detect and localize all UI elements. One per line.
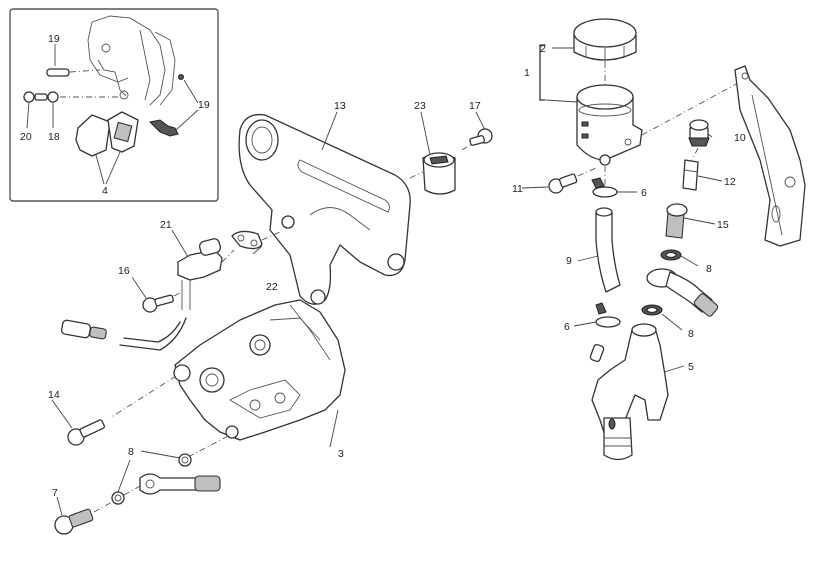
- label-7: 7: [52, 487, 58, 499]
- label-inset-4: 4: [102, 185, 108, 197]
- banjo-fitting-left: [111, 453, 221, 505]
- caliper: [109, 299, 346, 457]
- inset-clip: [148, 74, 184, 137]
- label-inset-19-clip: 19: [198, 99, 210, 111]
- screw-11: [548, 167, 597, 194]
- assembly-bracket-1: [539, 44, 546, 101]
- label-9: 9: [566, 255, 572, 267]
- inset-frame: [9, 8, 219, 202]
- master-cylinder: [589, 323, 669, 461]
- washer-8-upper: [660, 249, 682, 261]
- mounting-bracket: [734, 65, 806, 247]
- label-6-lower: 6: [564, 321, 570, 333]
- label-17: 17: [469, 100, 481, 112]
- label-10: 10: [734, 132, 746, 144]
- leader-lines: [51, 47, 723, 516]
- label-14: 14: [48, 389, 60, 401]
- label-13: 13: [334, 100, 346, 112]
- label-23: 23: [414, 100, 426, 112]
- bushing: [409, 152, 456, 195]
- hose: [595, 207, 621, 293]
- label-inset-20: 20: [20, 131, 32, 143]
- union-15: [665, 203, 688, 239]
- label-21: 21: [160, 219, 172, 231]
- caliper-bracket: [238, 113, 411, 305]
- label-inset-18: 18: [48, 131, 60, 143]
- label-12: 12: [724, 176, 736, 188]
- label-22: 22: [266, 281, 278, 293]
- label-11: 11: [512, 183, 523, 195]
- label-2: 2: [540, 43, 546, 55]
- gasket: [231, 230, 281, 250]
- inset-detail: 19 19 20 18 4: [9, 8, 219, 202]
- reservoir: [576, 81, 741, 186]
- clamp-lower: [595, 302, 621, 328]
- label-3: 3: [338, 448, 344, 460]
- washer-8-lower: [641, 304, 663, 316]
- inset-bleed-screw: [23, 91, 118, 103]
- label-8-left: 8: [128, 446, 134, 458]
- label-15: 15: [717, 219, 729, 231]
- screw-16: [142, 291, 183, 313]
- banjo-bolt: [54, 501, 113, 535]
- banjo-fitting-right: [646, 268, 719, 317]
- caliper-bolt: [67, 419, 105, 446]
- label-6-upper: 6: [641, 187, 647, 199]
- label-1: 1: [524, 67, 530, 79]
- label-5: 5: [688, 361, 694, 373]
- fitting-10: [688, 119, 710, 147]
- screw-17: [461, 128, 493, 151]
- reservoir-cap: [573, 18, 637, 88]
- clamp-upper: [591, 177, 618, 198]
- fitting-12: [682, 147, 699, 191]
- sensor: [60, 238, 235, 351]
- label-inset-19-pin: 19: [48, 33, 60, 45]
- inset-pin: [46, 68, 101, 77]
- part-labels: 1 2 3 5 6 6 7 8 8 8 9 10 11 12 13 14 15 …: [48, 43, 746, 499]
- inset-brake-pads: [75, 111, 139, 157]
- label-16: 16: [118, 265, 130, 277]
- label-8-lower: 8: [688, 328, 694, 340]
- label-8-upper: 8: [706, 263, 712, 275]
- inset-caliper-outline: [87, 15, 176, 106]
